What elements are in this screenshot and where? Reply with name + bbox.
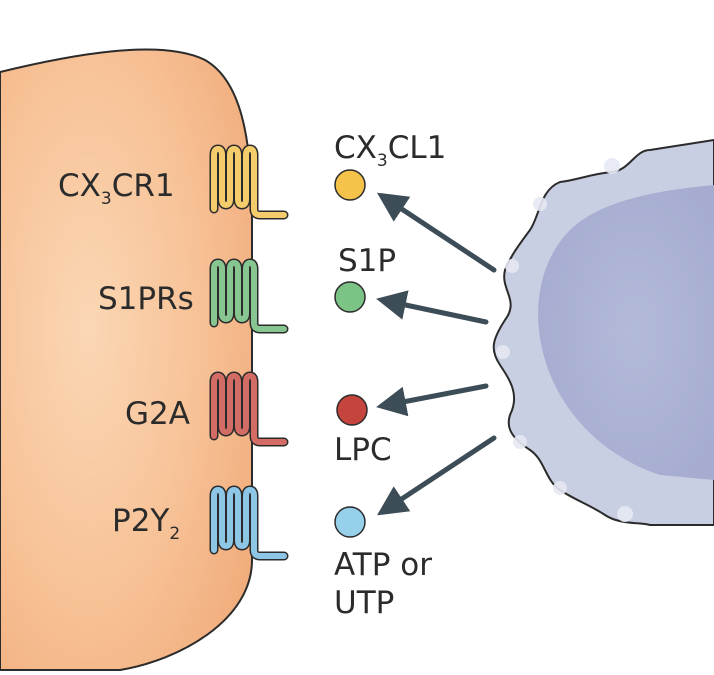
receptor-cx3cr1 bbox=[211, 146, 287, 218]
receptor-group bbox=[209, 144, 289, 561]
ligand-dot-s1p bbox=[334, 281, 366, 313]
arrow-to-lpc bbox=[376, 383, 489, 417]
ligand-dot-cx3cl1 bbox=[334, 169, 366, 201]
apoptotic-blebs bbox=[496, 158, 633, 522]
arrow-group bbox=[376, 192, 497, 516]
ligand-dot-lpc bbox=[336, 394, 368, 426]
ligand-label-lpc: LPC bbox=[334, 432, 392, 468]
ligand-label-utp: UTP bbox=[334, 585, 394, 621]
receptor-label-g2a: G2A bbox=[125, 396, 190, 432]
ligand-label-cx3cl1: CX3CL1 bbox=[334, 130, 446, 171]
apoptotic-nucleus bbox=[538, 185, 714, 480]
ligand-dot-atp bbox=[334, 506, 366, 538]
arrow-to-atp bbox=[376, 435, 497, 516]
arrow-to-s1p bbox=[376, 290, 489, 325]
arrow-to-cx3cl1 bbox=[376, 192, 497, 273]
watermark: 知乎 @赛尔普生物 bbox=[522, 635, 680, 657]
ligand-label-atp-or: ATP or bbox=[334, 547, 432, 583]
receptor-label-cx3cr1: CX3CR1 bbox=[58, 168, 175, 209]
receptor-g2a bbox=[211, 373, 287, 445]
ligand-label-s1p: S1P bbox=[338, 243, 396, 279]
receptor-p2y2 bbox=[211, 487, 287, 559]
receptor-s1prs bbox=[211, 260, 287, 332]
receptor-label-s1prs: S1PRs bbox=[98, 281, 194, 317]
phagocyte-cell bbox=[0, 48, 253, 671]
receptor-label-p2y2: P2Y2 bbox=[112, 503, 180, 544]
